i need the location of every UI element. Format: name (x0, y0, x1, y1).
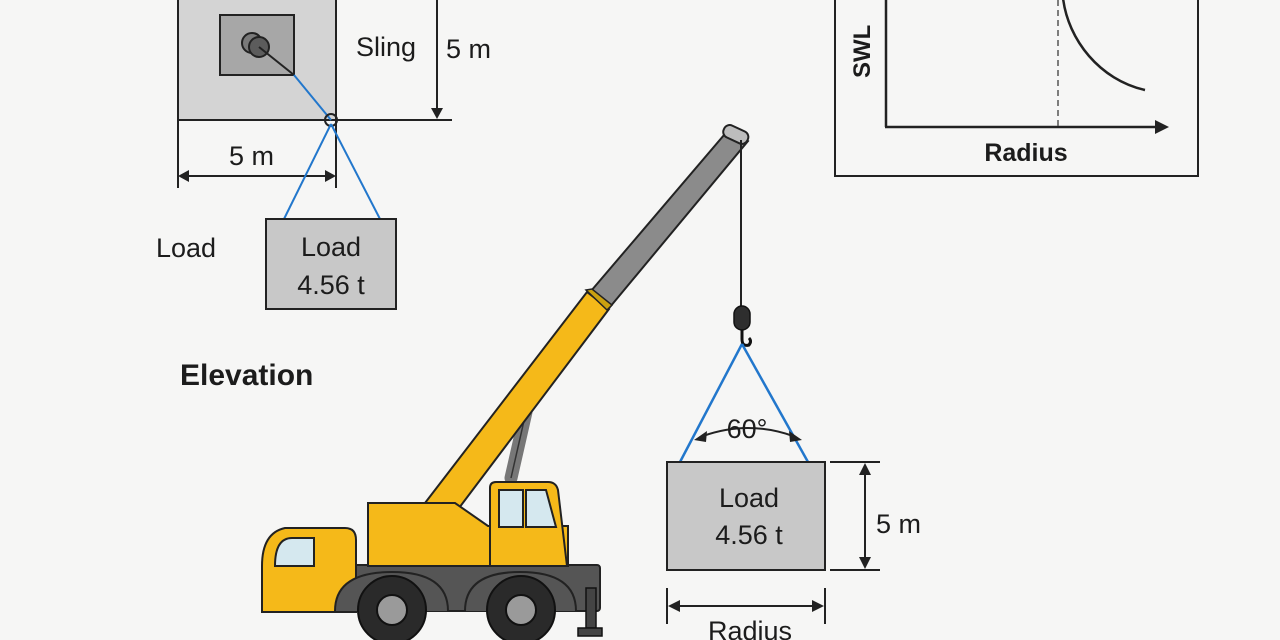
sling-angle-arrow-right (789, 431, 802, 442)
boom-upper (589, 126, 750, 309)
outrigger-beam (585, 587, 597, 629)
plan-height-label: 5 m (446, 34, 491, 64)
sling-leg-left (678, 343, 744, 463)
elevation-load-assembly: 60° Load 4.56 t 5 m Radius (666, 140, 921, 640)
elevation-load-weight: 4.56 t (715, 520, 783, 550)
plan-load-title: Load (301, 232, 361, 262)
boom-collar (584, 288, 614, 312)
mobile-crane (261, 124, 750, 640)
plan-width-label: 5 m (229, 141, 274, 171)
load-chart: SWL Radius (834, 0, 1199, 177)
wheel-front-hub (376, 594, 408, 626)
sling-leg-right (740, 343, 810, 463)
chart-x-arrow (1155, 120, 1169, 134)
plan-load-weight: 4.56 t (297, 270, 365, 300)
radius-label: Radius (708, 616, 792, 640)
wheel-rear-hub (505, 594, 537, 626)
hook-block (733, 305, 751, 331)
radius-arrow-right (812, 600, 824, 612)
plan-load-box (265, 218, 397, 310)
driver-cab-window (273, 537, 315, 567)
radius-arrow-left (668, 600, 680, 612)
operator-cab-window-right (525, 489, 558, 528)
sling-angle-label: 60° (727, 414, 768, 444)
hook (740, 330, 752, 347)
plan-load-side-label: Load (156, 233, 216, 263)
operator-cab-window-left (498, 489, 524, 528)
plan-sling-line (293, 74, 332, 121)
chart-x-label: Radius (984, 139, 1067, 167)
sling-label: Sling (356, 32, 416, 62)
plan-view: Sling 5 m 5 m Load 4.56 t Load (156, 0, 491, 310)
plan-sling-leg-left (283, 123, 332, 220)
sling-angle-arc (702, 427, 794, 437)
elev-height-label: 5 m (876, 509, 921, 539)
plan-width-arrow-right (325, 170, 336, 182)
elev-height-arrow-bottom (859, 557, 871, 569)
plan-height-arrow (431, 108, 443, 119)
elevation-load-box (666, 461, 826, 571)
boom-tip (722, 124, 750, 145)
elevation-title: Elevation (180, 359, 313, 392)
chart-y-label: SWL (849, 25, 876, 78)
elevation-load-title: Load (719, 483, 779, 513)
plan-boom-line (258, 46, 295, 76)
chart-swl-curve (1062, 0, 1146, 92)
plan-width-arrow-left (178, 170, 189, 182)
sling-angle-arrow-left (694, 431, 707, 442)
outrigger-pad (577, 627, 603, 637)
plan-sling-leg-right (330, 123, 381, 220)
elev-height-arrow-top (859, 463, 871, 475)
